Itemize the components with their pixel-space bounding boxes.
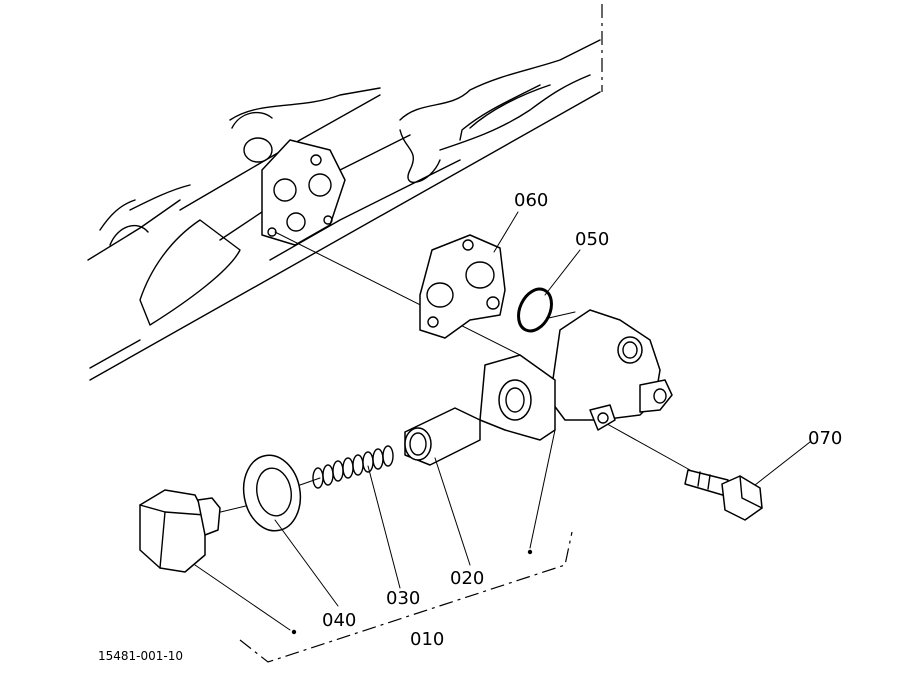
figure-code: 15481-001-10 xyxy=(98,649,183,663)
leader-lines xyxy=(194,211,811,631)
plug xyxy=(139,489,221,573)
valve-housing xyxy=(479,309,673,441)
label-bolt: 070 xyxy=(808,428,842,449)
part-labels: 060 050 070 020 030 040 010 15481-001-10 xyxy=(98,190,842,663)
o-ring xyxy=(517,287,553,333)
piston xyxy=(404,407,481,466)
label-plug: 010 xyxy=(410,629,444,650)
bolt xyxy=(684,469,763,521)
spring xyxy=(312,445,394,489)
label-washer: 040 xyxy=(322,610,356,631)
label-o-ring: 050 xyxy=(575,229,609,250)
label-piston: 020 xyxy=(450,568,484,589)
mounting-pad xyxy=(261,139,346,246)
gasket xyxy=(419,234,506,339)
assembly-bracket xyxy=(239,531,573,663)
label-gasket: 060 xyxy=(514,190,548,211)
washer xyxy=(242,454,302,532)
label-spring: 030 xyxy=(386,588,420,609)
